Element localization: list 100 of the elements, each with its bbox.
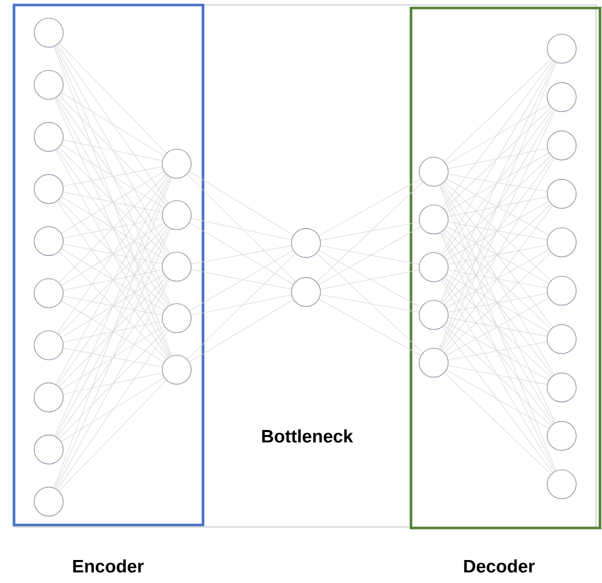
connection-line bbox=[448, 244, 548, 265]
neuron-circle bbox=[418, 252, 449, 282]
connection-line bbox=[190, 269, 292, 290]
connection-line bbox=[442, 205, 554, 352]
box-heading: Encoder bbox=[73, 559, 144, 573]
connection-line bbox=[62, 296, 162, 316]
connection-line bbox=[61, 248, 164, 311]
neuron-circle bbox=[162, 252, 192, 282]
connection-line bbox=[54, 228, 171, 488]
connection-line bbox=[62, 372, 162, 395]
connection-line bbox=[58, 251, 167, 360]
connection-line bbox=[56, 176, 170, 385]
connection-line bbox=[58, 43, 167, 154]
connection-line bbox=[186, 174, 296, 282]
connection-line bbox=[58, 95, 167, 205]
neuron-circle bbox=[34, 434, 64, 464]
connection-line bbox=[440, 158, 554, 350]
connection-line bbox=[62, 218, 162, 238]
connection-line bbox=[444, 229, 552, 330]
neuron-circle bbox=[418, 300, 449, 330]
connection-line bbox=[61, 274, 164, 338]
connection-line bbox=[56, 98, 170, 306]
connection-line bbox=[440, 232, 554, 424]
connection-line bbox=[61, 326, 164, 390]
neuron-circle bbox=[291, 228, 321, 258]
connection-line bbox=[62, 269, 162, 290]
connection-line bbox=[439, 185, 556, 471]
connection-line bbox=[58, 199, 167, 308]
neuron-circle bbox=[34, 18, 64, 48]
connection-line bbox=[189, 250, 294, 312]
connection-line bbox=[440, 62, 556, 302]
connection-line bbox=[56, 96, 168, 255]
connection-line bbox=[440, 110, 554, 302]
connection-line bbox=[444, 324, 552, 426]
neuron-circle bbox=[34, 330, 64, 360]
connection-line bbox=[440, 232, 556, 472]
connection-line bbox=[446, 104, 550, 165]
connection-line bbox=[56, 279, 170, 489]
connection-line bbox=[58, 380, 167, 492]
neuron-circle bbox=[418, 348, 449, 378]
neuron-circle bbox=[546, 227, 577, 258]
neuron-circle bbox=[34, 122, 64, 152]
neuron-circle bbox=[34, 70, 64, 100]
connection-line bbox=[58, 147, 167, 256]
connection-line bbox=[191, 245, 292, 264]
connection-line bbox=[190, 294, 292, 316]
connection-line bbox=[54, 46, 171, 305]
connection-line bbox=[446, 274, 550, 332]
connection-line bbox=[442, 230, 553, 376]
connection-line bbox=[440, 184, 556, 423]
connection-line bbox=[444, 277, 552, 378]
connection-line bbox=[58, 328, 167, 440]
connection-line bbox=[189, 171, 294, 236]
neuron-circle bbox=[34, 226, 64, 256]
connection-line bbox=[440, 184, 554, 376]
connection-line bbox=[62, 192, 162, 213]
connection-line bbox=[439, 62, 556, 350]
connection-line bbox=[442, 326, 554, 473]
connection-line bbox=[54, 176, 171, 436]
connection-line bbox=[318, 250, 422, 308]
connection-line bbox=[318, 178, 422, 236]
connection-line bbox=[446, 298, 550, 356]
neuron-circle bbox=[546, 130, 577, 160]
connection-line bbox=[446, 249, 550, 308]
neuron-circle bbox=[418, 156, 449, 187]
connection-line bbox=[448, 317, 548, 337]
box-heading: Decoder bbox=[464, 559, 535, 573]
connection-line bbox=[444, 372, 552, 474]
neuron-circle bbox=[291, 277, 321, 307]
connection-line bbox=[316, 252, 424, 353]
neuron-circle bbox=[162, 354, 192, 385]
neuron-circle bbox=[546, 34, 577, 64]
connection-line bbox=[440, 61, 554, 255]
neuron-circle bbox=[546, 469, 577, 500]
connection-line bbox=[446, 226, 550, 284]
connection-line bbox=[446, 200, 550, 260]
neuron-circle bbox=[162, 200, 192, 230]
connection-line bbox=[442, 60, 554, 208]
connection-line bbox=[61, 171, 164, 234]
connection-line bbox=[61, 144, 164, 208]
neuron-circle bbox=[546, 179, 577, 209]
connection-line bbox=[187, 253, 296, 360]
connection-line bbox=[442, 183, 553, 328]
connection-line bbox=[444, 182, 552, 281]
layer-label: Bottleneck bbox=[262, 429, 354, 443]
connection-line bbox=[444, 252, 552, 353]
connection-line bbox=[444, 155, 552, 258]
connection-line bbox=[56, 45, 170, 254]
connection-line bbox=[448, 365, 548, 385]
connection-line bbox=[442, 108, 554, 256]
neuron-circle bbox=[162, 148, 192, 179]
connection-line bbox=[190, 218, 292, 240]
connection-line bbox=[318, 226, 422, 285]
connection-line bbox=[62, 244, 162, 264]
neuron-circle bbox=[546, 421, 577, 451]
connection-line bbox=[446, 322, 550, 380]
connection-line bbox=[62, 140, 162, 161]
connection-line bbox=[56, 227, 168, 386]
connection-line bbox=[63, 348, 162, 368]
connection-line bbox=[54, 46, 172, 356]
